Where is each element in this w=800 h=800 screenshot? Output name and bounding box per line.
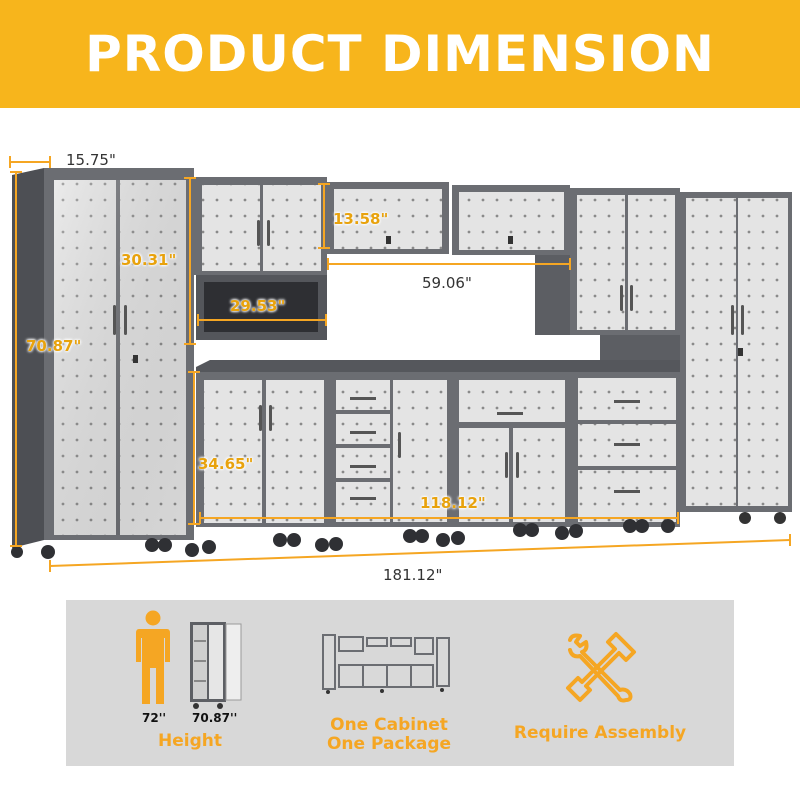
package-feature-label: One Cabinet One Package xyxy=(304,716,474,754)
total-width-dimension: 181.12" xyxy=(383,566,443,584)
base-cabinet-4 xyxy=(572,372,680,527)
wall-cabinet-large xyxy=(194,177,327,340)
base-cabinet-3 xyxy=(452,372,572,527)
assembly-feature-label: Require Assembly xyxy=(513,723,687,743)
package-label-line2: One Package xyxy=(326,734,452,754)
upper-cabinet-height-dimension: 30.31" xyxy=(121,251,177,269)
total-height-dimension: 70.87" xyxy=(26,337,82,355)
base-cabinet-height-dimension: 34.65" xyxy=(198,455,254,473)
base-cabinet-2 xyxy=(330,372,452,527)
tall-cabinet-icon xyxy=(190,622,242,709)
cabinet-set-drawing xyxy=(9,156,792,572)
tools-icon xyxy=(566,632,636,703)
person-icon xyxy=(136,610,170,704)
cabinet-height-label: 70.87'' xyxy=(192,711,238,725)
wall-cabinet-small-2 xyxy=(452,185,570,255)
features-panel: 72'' 70.87'' Height One Cabinet One Pack… xyxy=(66,600,734,766)
package-label-line1: One Cabinet xyxy=(330,715,448,735)
cabinet-illustration: 15.75" 70.87" 30.31" 13.58" 29.53" 59.06… xyxy=(0,108,800,592)
left-tall-cabinet xyxy=(12,168,194,548)
wall-cabinet-small-1 xyxy=(327,182,449,254)
page-title: PRODUCT DIMENSION xyxy=(85,25,715,83)
title-banner: PRODUCT DIMENSION xyxy=(0,0,800,108)
depth-dimension: 15.75" xyxy=(66,151,116,169)
base-cabinet-1 xyxy=(196,372,330,527)
base-run-width-dimension: 118.12" xyxy=(420,494,486,512)
right-tall-cabinet xyxy=(680,192,792,524)
wall-cabinet-right xyxy=(535,188,680,365)
dimension-lines xyxy=(9,156,791,572)
wall-cabinet-height-dimension: 13.58" xyxy=(333,210,389,228)
shelf-width-dimension: 29.53" xyxy=(230,297,286,315)
caster-wheels xyxy=(11,519,675,559)
person-height-label: 72'' xyxy=(142,711,167,725)
cabinet-set-icon xyxy=(322,634,450,694)
gap-width-dimension: 59.06" xyxy=(422,274,472,292)
height-feature-label: Height xyxy=(158,731,222,751)
